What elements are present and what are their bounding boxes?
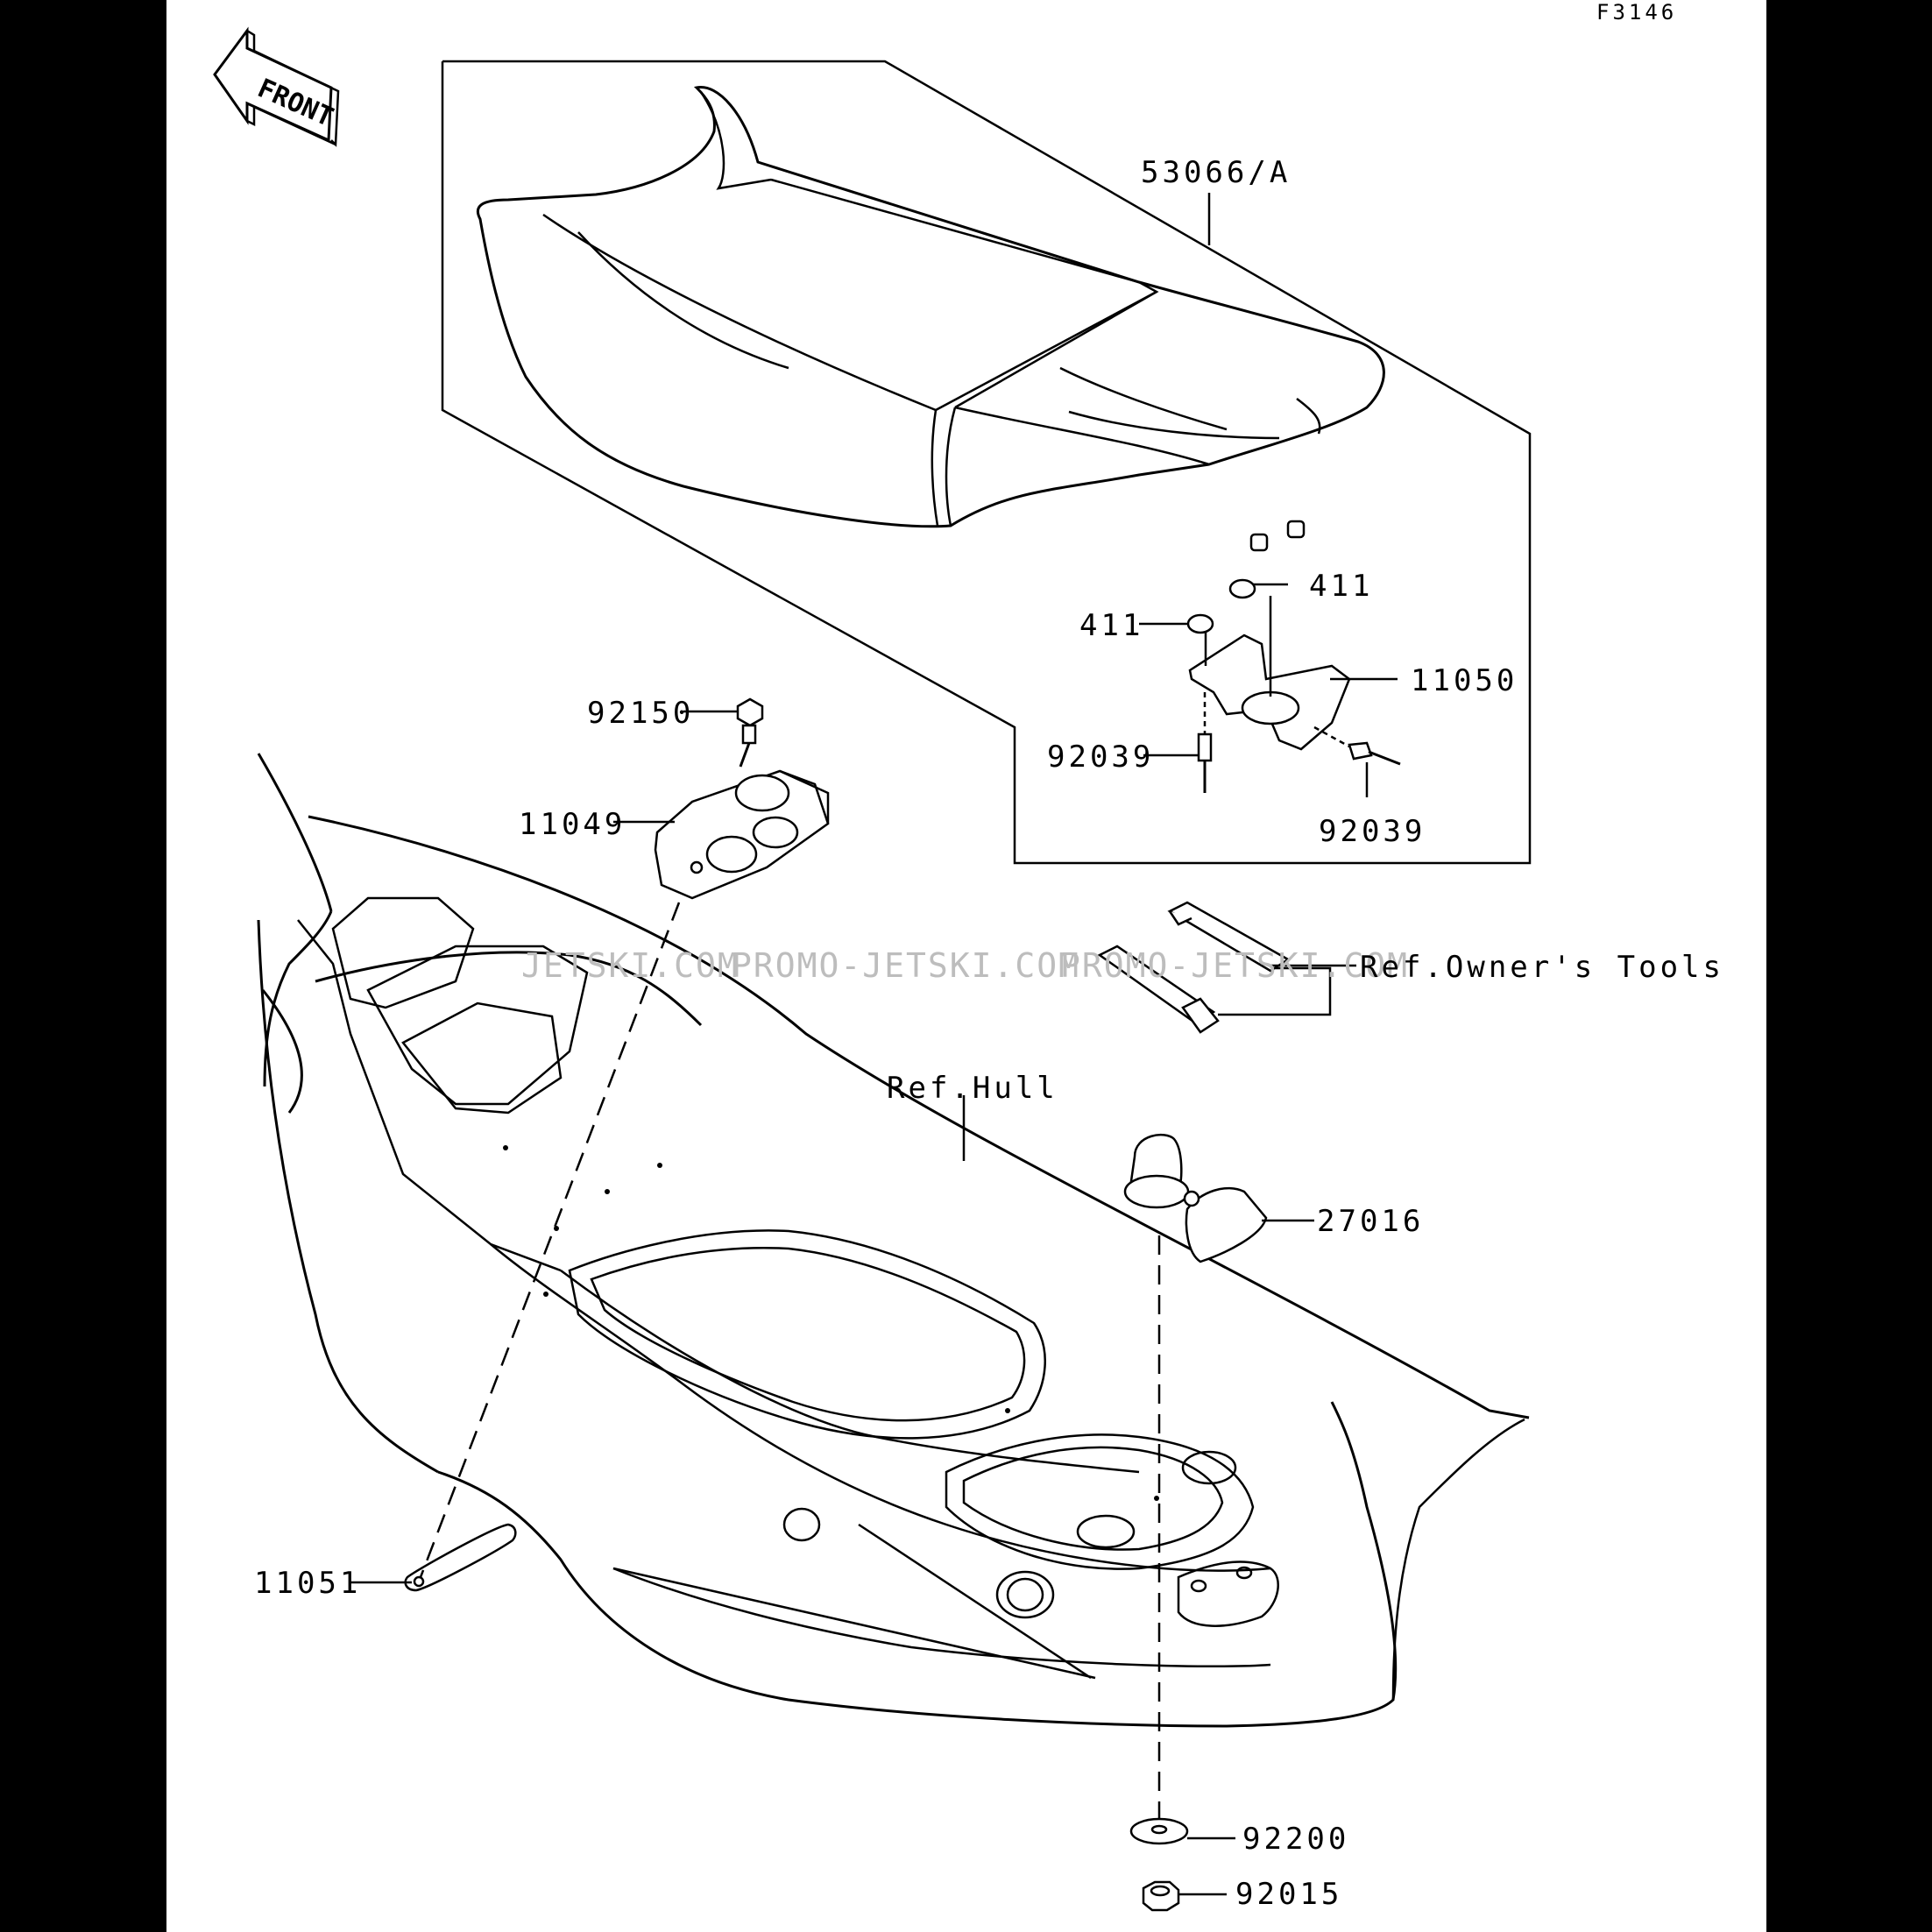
part-label-27016: 27016 <box>1317 1204 1424 1239</box>
bolt-92150 <box>736 697 764 768</box>
hull-outline <box>257 753 1530 1728</box>
part-label-53066a: 53066/A <box>1141 155 1291 190</box>
washer-411-right <box>1228 578 1256 599</box>
assembly-line-11049 <box>419 902 681 1578</box>
bracket-11049 <box>654 769 830 900</box>
diagram-sheet <box>166 0 1766 1932</box>
ref-owners-tools-label: Ref.Owner's Tools <box>1360 950 1724 985</box>
part-label-11050: 11050 <box>1411 663 1518 698</box>
part-label-92039-right: 92039 <box>1319 814 1426 849</box>
ref-hull-label: Ref.Hull <box>887 1071 1058 1106</box>
part-label-92039-left: 92039 <box>1047 740 1154 775</box>
plate-11051 <box>404 1523 517 1592</box>
washer-411-left <box>1186 613 1214 634</box>
watermark-1: JETSKI.COM <box>521 946 740 985</box>
pin-92039-left <box>1197 692 1213 793</box>
seat-assembly-box <box>441 60 1532 865</box>
part-label-92150: 92150 <box>587 696 694 731</box>
bracket-11050 <box>1188 596 1351 751</box>
watermark-3: PROMO-JETSKI.COM <box>1060 946 1409 985</box>
part-label-11049: 11049 <box>519 807 626 842</box>
light-27016 <box>1123 1133 1268 1263</box>
part-label-11051: 11051 <box>254 1566 361 1601</box>
washer-92200 <box>1129 1817 1189 1845</box>
leader-lines <box>350 193 1398 1896</box>
part-label-411-left: 411 <box>1079 608 1143 643</box>
part-label-92015: 92015 <box>1235 1877 1342 1912</box>
tool-strap-icon <box>1097 901 1291 1034</box>
part-label-92200: 92200 <box>1242 1822 1349 1857</box>
pin-92039-right <box>1313 725 1401 766</box>
diagram-code: F3146 <box>1596 0 1677 25</box>
front-arrow-icon: FRONT <box>213 26 340 147</box>
watermark-2: PROMO-JETSKI.COM <box>732 946 1080 985</box>
nut-92015 <box>1142 1880 1180 1912</box>
part-label-411-right: 411 <box>1309 569 1373 604</box>
seat-53066a <box>476 86 1385 552</box>
